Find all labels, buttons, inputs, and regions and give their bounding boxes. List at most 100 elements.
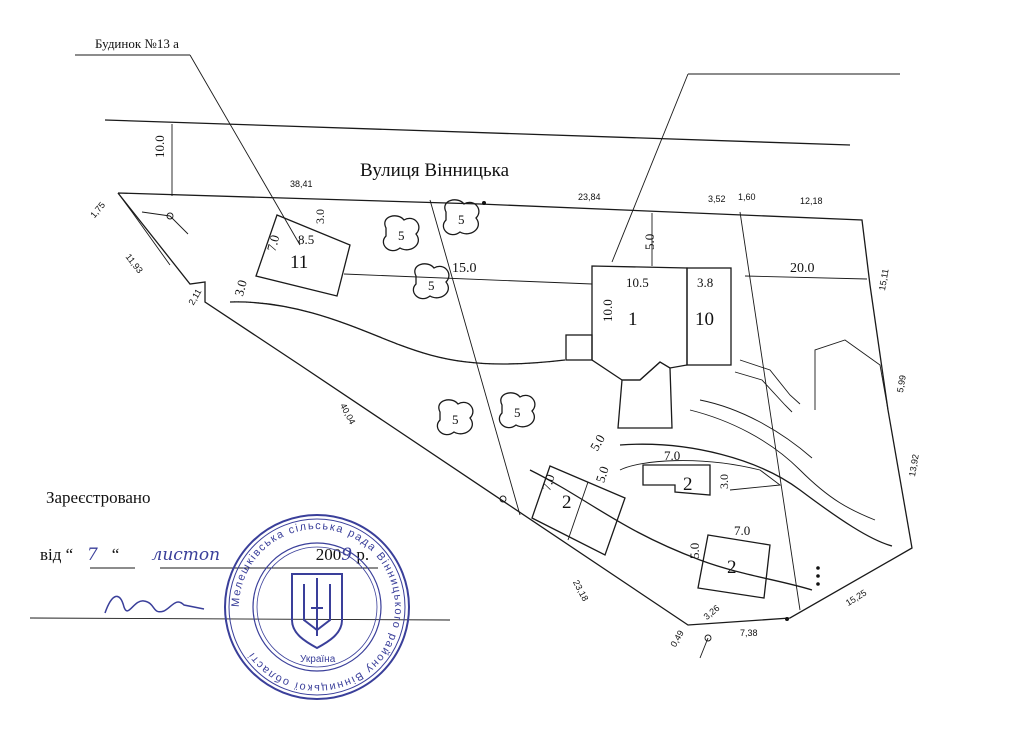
street-edge-north — [104, 119, 851, 146]
lot-boundary — [117, 192, 913, 626]
dim-23-84: 23,84 — [578, 192, 601, 202]
building-11-width: 7.0 — [264, 233, 283, 253]
stream-line — [739, 359, 801, 405]
dim-15-11: 15,11 — [877, 268, 891, 291]
dim-0-49: 0,49 — [668, 629, 685, 649]
svg-text:5: 5 — [452, 412, 459, 427]
street-label: Вулиця Вінницька — [360, 160, 510, 181]
building-1-width: 10.5 — [626, 275, 649, 290]
building-10 — [686, 267, 732, 366]
svg-text:5: 5 — [514, 405, 521, 420]
title-leader — [189, 54, 301, 246]
registration-title: Зареєстровано — [46, 488, 151, 507]
tree-1: 5 — [382, 215, 420, 252]
svg-text:5: 5 — [458, 212, 465, 227]
survey-arrow-1a — [141, 211, 171, 217]
building-2-c — [697, 534, 771, 599]
front-strip — [117, 192, 171, 266]
svg-text:5: 5 — [398, 228, 405, 243]
gap-20-line — [744, 275, 868, 280]
cross-line-b — [739, 211, 801, 611]
survey-point-3 — [704, 634, 712, 642]
dim-3-26: 3,26 — [702, 603, 722, 622]
stamp-center-text: Україна — [300, 654, 336, 665]
building-1-annex — [565, 334, 593, 361]
building-1-rear — [617, 361, 673, 429]
survey-point-2 — [499, 495, 507, 503]
building-10-number: 10 — [695, 309, 714, 330]
tree-4: 5 — [436, 399, 474, 436]
date-day: 7 — [87, 545, 98, 565]
building-2-b-depth: 3.0 — [717, 474, 731, 489]
dim-23-18: 23,18 — [571, 578, 590, 603]
building-2-a-setback: 5.0 — [587, 432, 608, 454]
building-11-depth: 8.5 — [298, 232, 314, 247]
gap-15-label: 15.0 — [452, 261, 477, 276]
official-stamp: Мелешківська сільська рада Вінницького р… — [224, 514, 410, 700]
dot-c — [816, 582, 820, 586]
dim-15-25: 15,25 — [844, 588, 868, 608]
building-2-a — [531, 465, 626, 556]
building-11-setback: 3.0 — [231, 278, 250, 298]
tree-3: 5 — [412, 263, 450, 300]
dot-e — [482, 201, 486, 205]
slope-line-3 — [529, 469, 813, 591]
stream-line-2 — [734, 371, 793, 413]
building-10-width: 3.8 — [697, 275, 713, 290]
building-2-a-split — [567, 481, 589, 541]
building-2-b — [642, 464, 711, 496]
ravine-line-2 — [699, 399, 813, 459]
dim-1-60: 1,60 — [738, 192, 756, 202]
trident-icon — [291, 573, 343, 650]
date-prefix: від “ — [40, 545, 74, 564]
signature — [104, 595, 205, 614]
street-offset-label: 10.0 — [152, 135, 167, 158]
building-2-a-depth: 5.0 — [592, 464, 611, 484]
tree-5: 5 — [498, 392, 536, 429]
building-2-a-width: 7.0 — [538, 472, 557, 492]
building-11 — [255, 214, 351, 297]
building-1-leader — [611, 73, 689, 263]
gap-20-label: 20.0 — [790, 261, 815, 276]
building-2-b-number: 2 — [683, 474, 693, 495]
gap-15-line — [343, 273, 593, 285]
building-2-a-number: 2 — [562, 492, 572, 513]
dim-12-18: 12,18 — [800, 196, 823, 206]
dim-7-38: 7,38 — [740, 628, 758, 638]
survey-arrow-1b — [169, 215, 189, 235]
building-1-depth: 10.0 — [600, 299, 615, 322]
dot-a — [816, 566, 820, 570]
slope-line-1-base — [229, 301, 566, 365]
date-mid-quote: “ — [111, 545, 120, 564]
dim-1-75: 1,75 — [88, 200, 107, 220]
dim-2-11: 2,11 — [186, 287, 203, 307]
building-title: Будинок №13 а — [95, 36, 179, 51]
dot-b — [816, 574, 820, 578]
slope-line-2 — [619, 443, 893, 547]
cross-line-a — [429, 199, 521, 516]
building-2-b-yard — [619, 460, 782, 491]
dim-40-04: 40,04 — [338, 402, 357, 427]
ridge-right — [814, 339, 889, 411]
building-2-c-number: 2 — [727, 557, 737, 578]
tree-2: 5 — [442, 199, 480, 236]
dim-11-93: 11,93 — [124, 252, 145, 275]
building-1-setback: 5.0 — [642, 234, 657, 250]
building-11-side: 3.0 — [313, 209, 327, 224]
ravine-line — [689, 409, 876, 521]
building-2-c-depth: 5.0 — [687, 543, 702, 559]
building-2-b-width: 7.0 — [664, 448, 680, 463]
building-11-number: 11 — [290, 252, 308, 273]
dim-3-52: 3,52 — [708, 194, 726, 204]
dot-d — [785, 617, 789, 621]
dim-5-99: 5,99 — [895, 374, 908, 393]
dim-13-92: 13,92 — [907, 453, 921, 477]
dim-38-41: 38,41 — [290, 179, 313, 189]
date-month: листоп — [151, 545, 221, 565]
slope-line-1 — [229, 301, 566, 365]
building-1-number: 1 — [628, 309, 638, 330]
survey-arrow-3 — [699, 637, 709, 659]
building-2-c-width: 7.0 — [734, 523, 750, 538]
svg-text:5: 5 — [428, 278, 435, 293]
